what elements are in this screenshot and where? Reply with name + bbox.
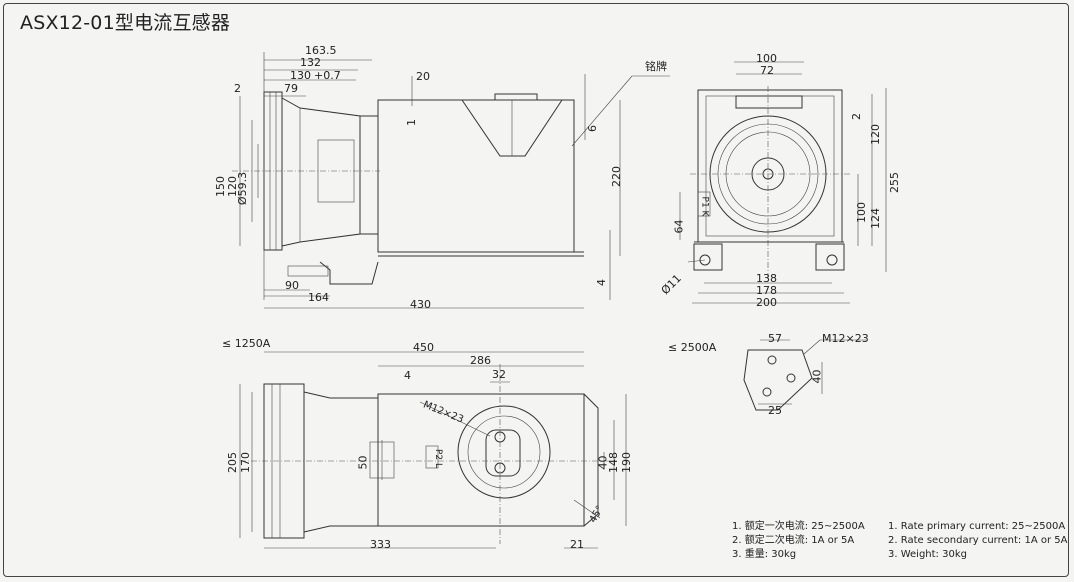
dim-label: 79	[284, 82, 298, 95]
dim-label: 90	[285, 279, 299, 292]
dim-label: 2	[234, 82, 241, 95]
dim-label: 100	[855, 202, 868, 223]
dim-label: 50	[356, 455, 370, 470]
note-cn-2: 2. 额定二次电流: 1A or 5A	[732, 535, 855, 546]
dim-label: 178	[756, 284, 777, 297]
dim-label: 72	[760, 64, 774, 77]
side-insulator	[281, 97, 361, 247]
section-heading: ≤ 1250A	[222, 337, 271, 350]
note-en-2: 2. Rate secondary current: 1A or 5A	[888, 535, 1068, 546]
end-view	[679, 61, 887, 304]
dim-label: 20	[416, 70, 430, 83]
note-cn-3: 3. 重量: 30kg	[732, 549, 797, 560]
dim-label: Ø59.3	[236, 171, 250, 206]
top-housing	[377, 393, 585, 527]
dim-label: 138	[756, 272, 777, 285]
dim-label: 205	[226, 452, 239, 473]
dim-label: 164	[308, 291, 329, 304]
dim-label: 2	[850, 113, 863, 120]
dim-label: 120	[869, 124, 882, 145]
dim-label: 21	[570, 538, 584, 551]
dim-label: +0.7	[314, 69, 341, 82]
dim-label: 170	[239, 452, 252, 473]
dim-label: 130	[290, 69, 311, 82]
drawing-title: ASX12-01型电流互感器	[20, 12, 231, 34]
dim-label: M12×23	[822, 332, 869, 345]
dim-label: 4	[595, 279, 608, 286]
dim-label: 64	[672, 219, 686, 234]
note-cn-1: 1. 额定一次电流: 25~2500A	[732, 521, 865, 532]
bus-detail	[743, 339, 866, 411]
dim-label: 286	[470, 354, 491, 367]
dim-label: 333	[370, 538, 391, 551]
side-view: 铭牌	[232, 52, 670, 309]
dim-label: 163.5	[305, 44, 337, 57]
note-en-3: 3. Weight: 30kg	[888, 549, 967, 560]
bus-bar-lug	[743, 349, 813, 411]
section-heading: ≤ 2500A	[668, 341, 717, 354]
nameplate-label: 铭牌	[645, 59, 667, 73]
dim-label: 148	[607, 452, 620, 473]
dim-label: 220	[610, 166, 623, 187]
dim-label: 4	[404, 369, 411, 382]
dim-label: 1	[405, 119, 418, 126]
dim-label: 190	[620, 452, 633, 473]
dim-label: 100	[756, 52, 777, 65]
top-view	[239, 351, 627, 549]
end-housing	[697, 89, 843, 243]
dim-label: 450	[413, 341, 434, 354]
dim-label: 25	[768, 404, 782, 417]
note-en-1: 1. Rate primary current: 25~2500A	[888, 521, 1066, 532]
sheet-border	[3, 3, 1069, 577]
top-primary-bore	[457, 405, 551, 499]
dim-label: 124	[869, 208, 882, 229]
terminal-label: P2 L	[433, 448, 444, 469]
dim-label: 200	[756, 296, 777, 309]
dim-label: 430	[410, 298, 431, 311]
dim-label: 40	[810, 369, 824, 384]
dim-label: 32	[492, 368, 506, 381]
dim-label: 57	[768, 332, 782, 345]
dim-label: 6	[586, 125, 599, 132]
dim-label: 132	[300, 56, 321, 69]
dim-label: 255	[888, 172, 901, 193]
terminal-label: P1 K	[699, 196, 710, 217]
